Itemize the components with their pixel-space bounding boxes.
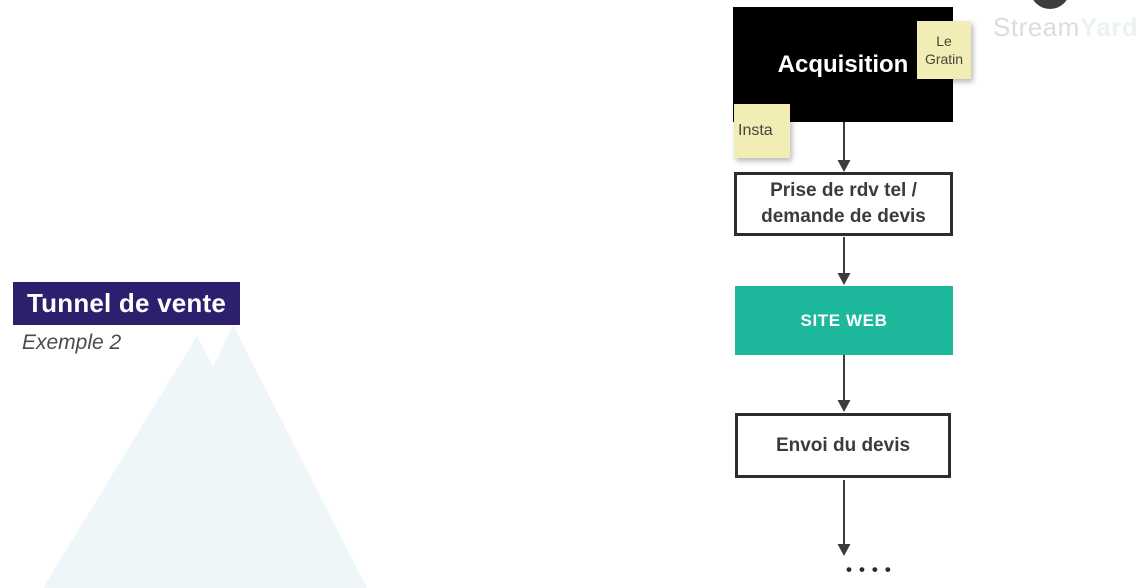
flow-node-envoi: Envoi du devis	[735, 413, 951, 478]
flow-node-rdv: Prise de rdv tel / demande de devis	[734, 172, 953, 236]
sticky-note-insta: Insta	[734, 104, 790, 158]
ellipsis-dots: ••••	[846, 560, 898, 579]
flow-node-rdv-line2: demande de devis	[761, 206, 926, 227]
flow-node-siteweb-label: SITE WEB	[800, 310, 888, 330]
arrow-down-icon	[837, 122, 851, 172]
streamyard-watermark-stream: Stream	[993, 12, 1080, 42]
slide-title: Tunnel de vente	[27, 288, 226, 318]
arrow-down-icon	[837, 355, 851, 412]
arrow-down-icon	[837, 480, 851, 556]
flow-node-siteweb: SITE WEB	[735, 286, 953, 355]
streamyard-watermark: StreamYard	[993, 12, 1138, 43]
flow-node-rdv-line1: Prise de rdv tel /	[770, 180, 917, 202]
sticky-note-le-gratin: Le Gratin	[917, 21, 971, 79]
flow-node-envoi-label: Envoi du devis	[775, 434, 911, 456]
arrow-down-icon	[837, 237, 851, 285]
streamyard-logo-icon	[1030, 0, 1070, 9]
slide-title-banner: Tunnel de vente	[13, 282, 240, 325]
flow-node-acquisition: Acquisition	[733, 7, 953, 122]
slide-subtitle: Exemple 2	[22, 331, 122, 354]
streamyard-watermark-yard: Yard	[1079, 12, 1139, 42]
flow-node-acquisition-label: Acquisition	[777, 50, 909, 78]
